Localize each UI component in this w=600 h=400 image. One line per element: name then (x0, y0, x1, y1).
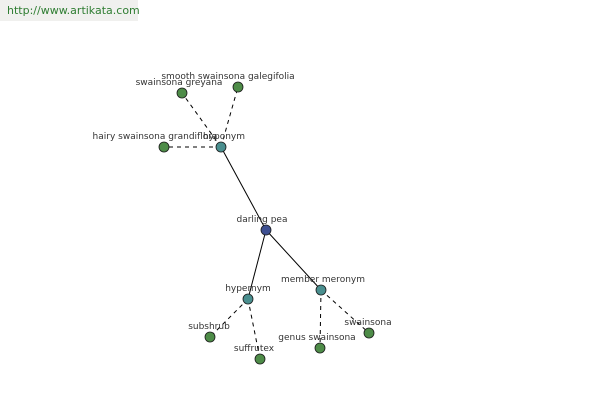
node-galeg[interactable] (232, 81, 244, 93)
node-swainsona[interactable] (363, 327, 375, 339)
node-label-greyana[interactable]: swainsona greyana (136, 78, 223, 88)
edge-center-hyponym (220, 146, 267, 231)
node-center[interactable] (260, 224, 272, 236)
graph-labels: darling pea hyponym hypernym member meronym… (93, 72, 392, 354)
node-label-center[interactable]: darling pea (237, 215, 288, 225)
node-label-hyponym[interactable]: hyponym (203, 132, 245, 142)
edge-member-genus (319, 289, 322, 349)
node-label-genus[interactable]: genus swainsona (278, 333, 355, 343)
node-label-galeg[interactable]: smooth swainsona galegifolia (161, 72, 294, 82)
node-member[interactable] (315, 284, 327, 296)
node-genus[interactable] (314, 342, 326, 354)
node-label-suffrutex[interactable]: suffrutex (234, 344, 275, 354)
edge-hyponym-greyana (181, 92, 222, 148)
edge-hyponym-galeg (220, 86, 239, 148)
node-hyponym[interactable] (215, 141, 227, 153)
site-url-link[interactable]: http://www.artikata.com (7, 4, 140, 17)
graph-edges (164, 86, 370, 360)
node-greyana[interactable] (176, 87, 188, 99)
edge-center-hypernym (247, 229, 267, 300)
node-suffrutex[interactable] (254, 353, 266, 365)
graph-nodes (158, 81, 375, 365)
edge-center-member (265, 229, 322, 291)
edge-hypernym-suffrutex (247, 298, 261, 360)
edge-hypernym-subshrub (209, 298, 249, 338)
node-grandi[interactable] (158, 141, 170, 153)
node-label-swainsona[interactable]: swainsona (344, 318, 391, 328)
node-label-subshrub[interactable]: subshrub (188, 322, 230, 332)
url-bar: http://www.artikata.com (0, 0, 140, 21)
node-label-grandi[interactable]: hairy swainsona grandiflora (93, 132, 218, 142)
edge-member-swainsona (320, 289, 370, 334)
node-subshrub[interactable] (204, 331, 216, 343)
node-label-hypernym[interactable]: hypernym (225, 284, 271, 294)
node-hypernym[interactable] (242, 293, 254, 305)
node-label-member[interactable]: member meronym (281, 275, 365, 285)
